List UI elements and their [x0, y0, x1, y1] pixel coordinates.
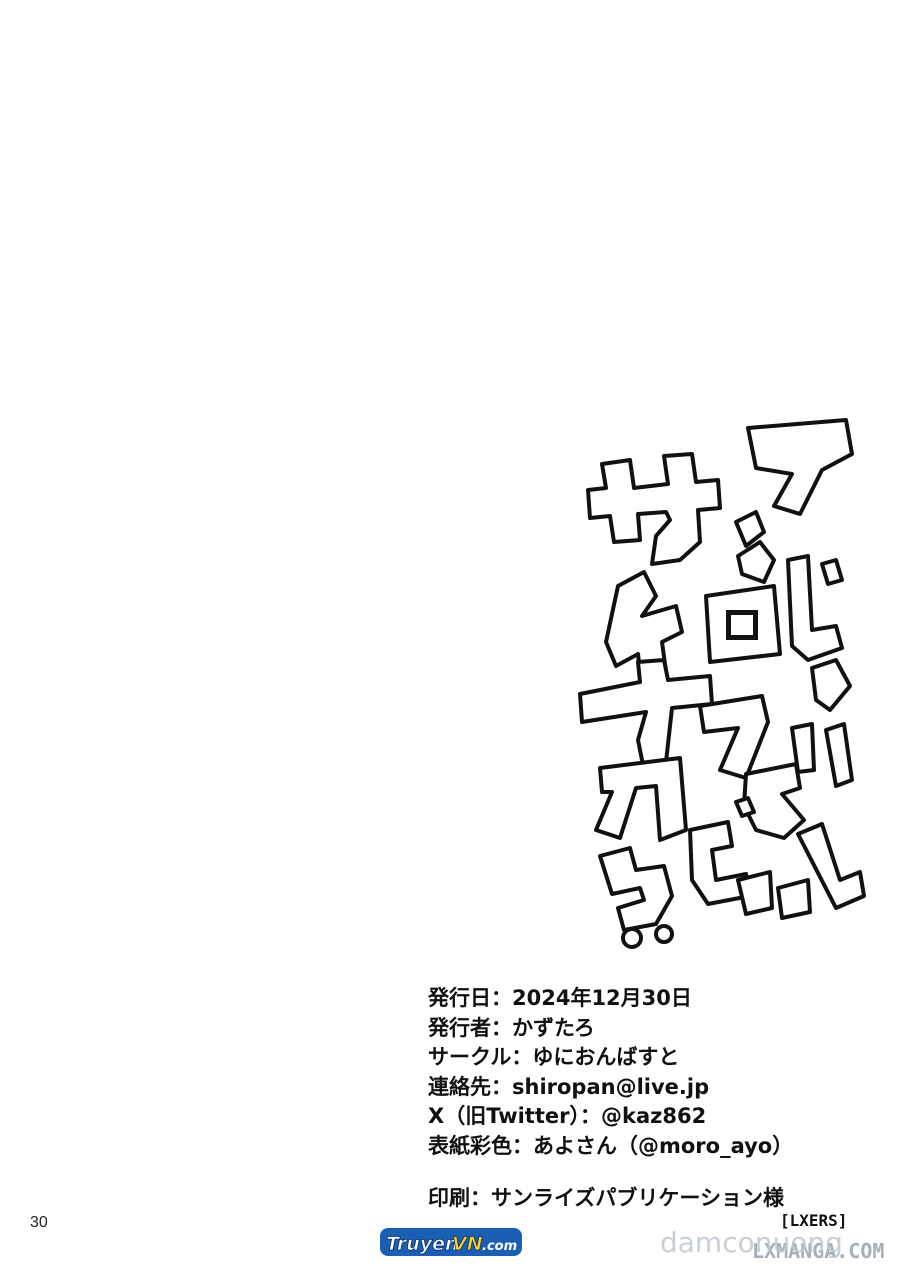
- svg-text:.com: .com: [482, 1239, 517, 1254]
- circle-name: サークル：ゆにおんばすと: [428, 1045, 680, 1069]
- printer-credit: 印刷：サンライズパブリケーション様: [428, 1186, 784, 1210]
- contact-email: 連絡先：shiropan@live.jp: [428, 1074, 710, 1099]
- twitter-handle: X（旧Twitter）：@kaz862: [428, 1104, 707, 1128]
- cover-colorist: 表紙彩色：あよさん（@moro_ayo）: [428, 1133, 794, 1158]
- publisher: 発行者：かずたろ: [428, 1015, 595, 1040]
- publish-date: 発行日：2024年12月30日: [428, 986, 692, 1010]
- title-lettering-art: [578, 418, 866, 949]
- lxmanga-watermark-logo: [LXERS] LXMANGA.COM damconuong: [660, 1211, 884, 1263]
- svg-text:Truyen: Truyen: [386, 1233, 459, 1255]
- svg-text:VN: VN: [452, 1233, 483, 1255]
- svg-text:[LXERS]: [LXERS]: [780, 1211, 847, 1230]
- page-number: 30: [30, 1214, 48, 1231]
- svg-text:damconuong: damconuong: [660, 1226, 843, 1259]
- svg-text:LXMANGA.COM: LXMANGA.COM: [752, 1239, 884, 1263]
- colophon-info: 発行日：2024年12月30日 発行者：かずたろ サークル：ゆにおんばすと 連絡…: [428, 984, 868, 1161]
- truyenvn-watermark-logo: Truyen VN .com: [380, 1228, 522, 1256]
